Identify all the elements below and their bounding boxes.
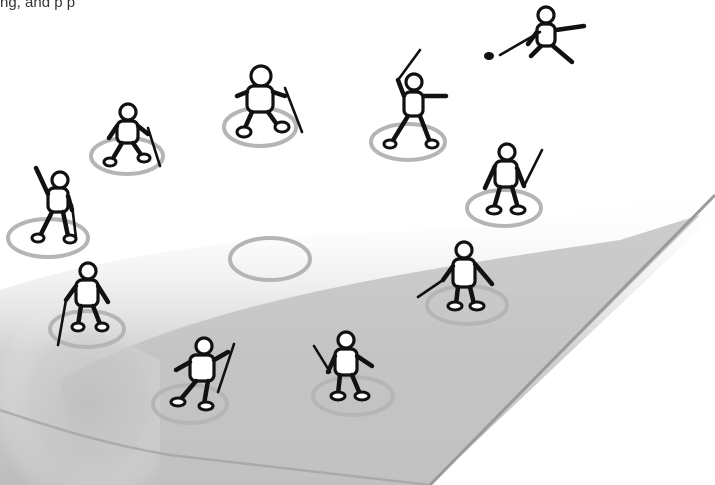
player-top-right-shooting bbox=[484, 7, 584, 62]
player-upper-left bbox=[104, 104, 160, 166]
ice-surface bbox=[0, 190, 715, 485]
player-raised-stick bbox=[384, 50, 446, 148]
ring-right-upper bbox=[467, 190, 541, 226]
player-left-waving bbox=[32, 168, 76, 243]
player-right-upper bbox=[485, 144, 542, 214]
player-top-center bbox=[237, 66, 302, 137]
